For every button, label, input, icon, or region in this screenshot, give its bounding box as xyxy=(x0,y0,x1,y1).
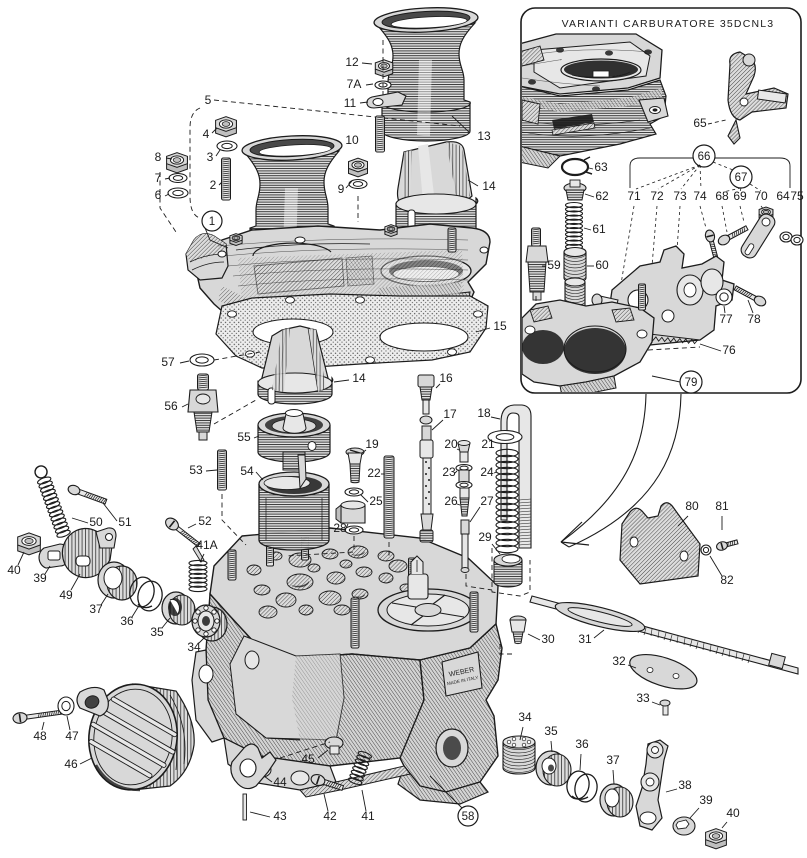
svg-text:69: 69 xyxy=(733,189,747,203)
svg-text:37: 37 xyxy=(606,753,620,767)
svg-text:81: 81 xyxy=(715,499,729,513)
svg-text:65: 65 xyxy=(693,116,707,130)
svg-text:46: 46 xyxy=(64,757,78,771)
svg-text:3: 3 xyxy=(207,150,214,164)
svg-text:37: 37 xyxy=(89,602,103,616)
svg-text:30: 30 xyxy=(541,632,555,646)
svg-text:23: 23 xyxy=(442,465,456,479)
svg-text:21: 21 xyxy=(481,437,495,451)
svg-text:76: 76 xyxy=(722,343,736,357)
svg-text:11: 11 xyxy=(344,96,357,110)
svg-text:22: 22 xyxy=(367,466,381,480)
svg-text:63: 63 xyxy=(594,160,608,174)
svg-text:39: 39 xyxy=(33,571,47,585)
svg-text:39: 39 xyxy=(699,793,713,807)
svg-text:32: 32 xyxy=(612,654,626,668)
svg-text:71: 71 xyxy=(627,189,641,203)
svg-text:1: 1 xyxy=(209,216,215,228)
svg-text:74: 74 xyxy=(693,189,707,203)
svg-text:29: 29 xyxy=(478,530,492,544)
svg-text:20: 20 xyxy=(444,437,458,451)
svg-text:14: 14 xyxy=(352,371,366,385)
svg-text:49: 49 xyxy=(59,588,73,602)
svg-text:59: 59 xyxy=(547,258,561,272)
svg-text:60: 60 xyxy=(595,258,609,272)
svg-text:40: 40 xyxy=(726,806,740,820)
svg-text:8: 8 xyxy=(155,150,162,164)
svg-text:38: 38 xyxy=(678,778,692,792)
svg-text:13: 13 xyxy=(477,129,491,143)
svg-text:82: 82 xyxy=(720,573,734,587)
svg-text:51: 51 xyxy=(118,515,132,529)
svg-text:18: 18 xyxy=(477,406,491,420)
svg-text:41A: 41A xyxy=(196,538,217,552)
svg-text:VARIANTI CARBURATORE 35DCNL3: VARIANTI CARBURATORE 35DCNL3 xyxy=(562,18,775,30)
svg-text:15: 15 xyxy=(493,319,507,333)
svg-text:35: 35 xyxy=(544,724,558,738)
svg-text:4: 4 xyxy=(203,127,210,141)
svg-text:61: 61 xyxy=(592,222,606,236)
svg-text:50: 50 xyxy=(89,515,103,529)
svg-text:9: 9 xyxy=(338,182,345,196)
svg-text:73: 73 xyxy=(673,189,687,203)
svg-text:79: 79 xyxy=(685,377,698,389)
svg-text:54: 54 xyxy=(240,464,254,478)
svg-text:44: 44 xyxy=(273,775,287,789)
svg-text:35: 35 xyxy=(150,625,164,639)
svg-text:77: 77 xyxy=(719,312,733,326)
svg-text:55: 55 xyxy=(237,430,251,444)
svg-text:41: 41 xyxy=(361,809,375,823)
svg-text:16: 16 xyxy=(439,371,453,385)
svg-text:66: 66 xyxy=(698,151,711,163)
svg-text:70: 70 xyxy=(754,189,768,203)
svg-text:75: 75 xyxy=(790,189,804,203)
svg-text:7A: 7A xyxy=(347,77,362,91)
svg-text:67: 67 xyxy=(735,172,748,184)
svg-text:36: 36 xyxy=(575,737,589,751)
svg-text:17: 17 xyxy=(443,407,457,421)
svg-text:33: 33 xyxy=(636,691,650,705)
svg-text:72: 72 xyxy=(650,189,664,203)
svg-text:27: 27 xyxy=(480,494,494,508)
svg-text:2: 2 xyxy=(210,178,217,192)
svg-text:24: 24 xyxy=(480,465,494,479)
svg-text:56: 56 xyxy=(164,399,178,413)
svg-text:43: 43 xyxy=(273,809,287,823)
svg-text:57: 57 xyxy=(161,355,175,369)
svg-text:31: 31 xyxy=(578,632,592,646)
svg-text:47: 47 xyxy=(65,729,79,743)
svg-text:7: 7 xyxy=(155,171,162,185)
svg-text:25: 25 xyxy=(369,494,383,508)
svg-text:10: 10 xyxy=(345,133,359,147)
svg-text:53: 53 xyxy=(189,463,203,477)
svg-text:34: 34 xyxy=(518,710,532,724)
svg-text:5: 5 xyxy=(205,93,212,107)
svg-text:28: 28 xyxy=(333,521,347,535)
svg-text:12: 12 xyxy=(345,55,359,69)
svg-text:26: 26 xyxy=(444,494,458,508)
svg-text:80: 80 xyxy=(685,499,699,513)
svg-text:34: 34 xyxy=(187,640,201,654)
svg-text:14: 14 xyxy=(482,179,496,193)
svg-text:36: 36 xyxy=(120,614,134,628)
svg-text:40: 40 xyxy=(7,563,21,577)
svg-text:45: 45 xyxy=(301,752,315,766)
svg-text:48: 48 xyxy=(33,729,47,743)
svg-text:52: 52 xyxy=(198,514,212,528)
svg-text:6: 6 xyxy=(155,188,162,202)
svg-text:58: 58 xyxy=(462,811,475,823)
svg-text:78: 78 xyxy=(747,312,761,326)
svg-text:62: 62 xyxy=(595,189,609,203)
svg-text:19: 19 xyxy=(365,437,379,451)
svg-text:64: 64 xyxy=(776,189,790,203)
svg-text:42: 42 xyxy=(323,809,337,823)
